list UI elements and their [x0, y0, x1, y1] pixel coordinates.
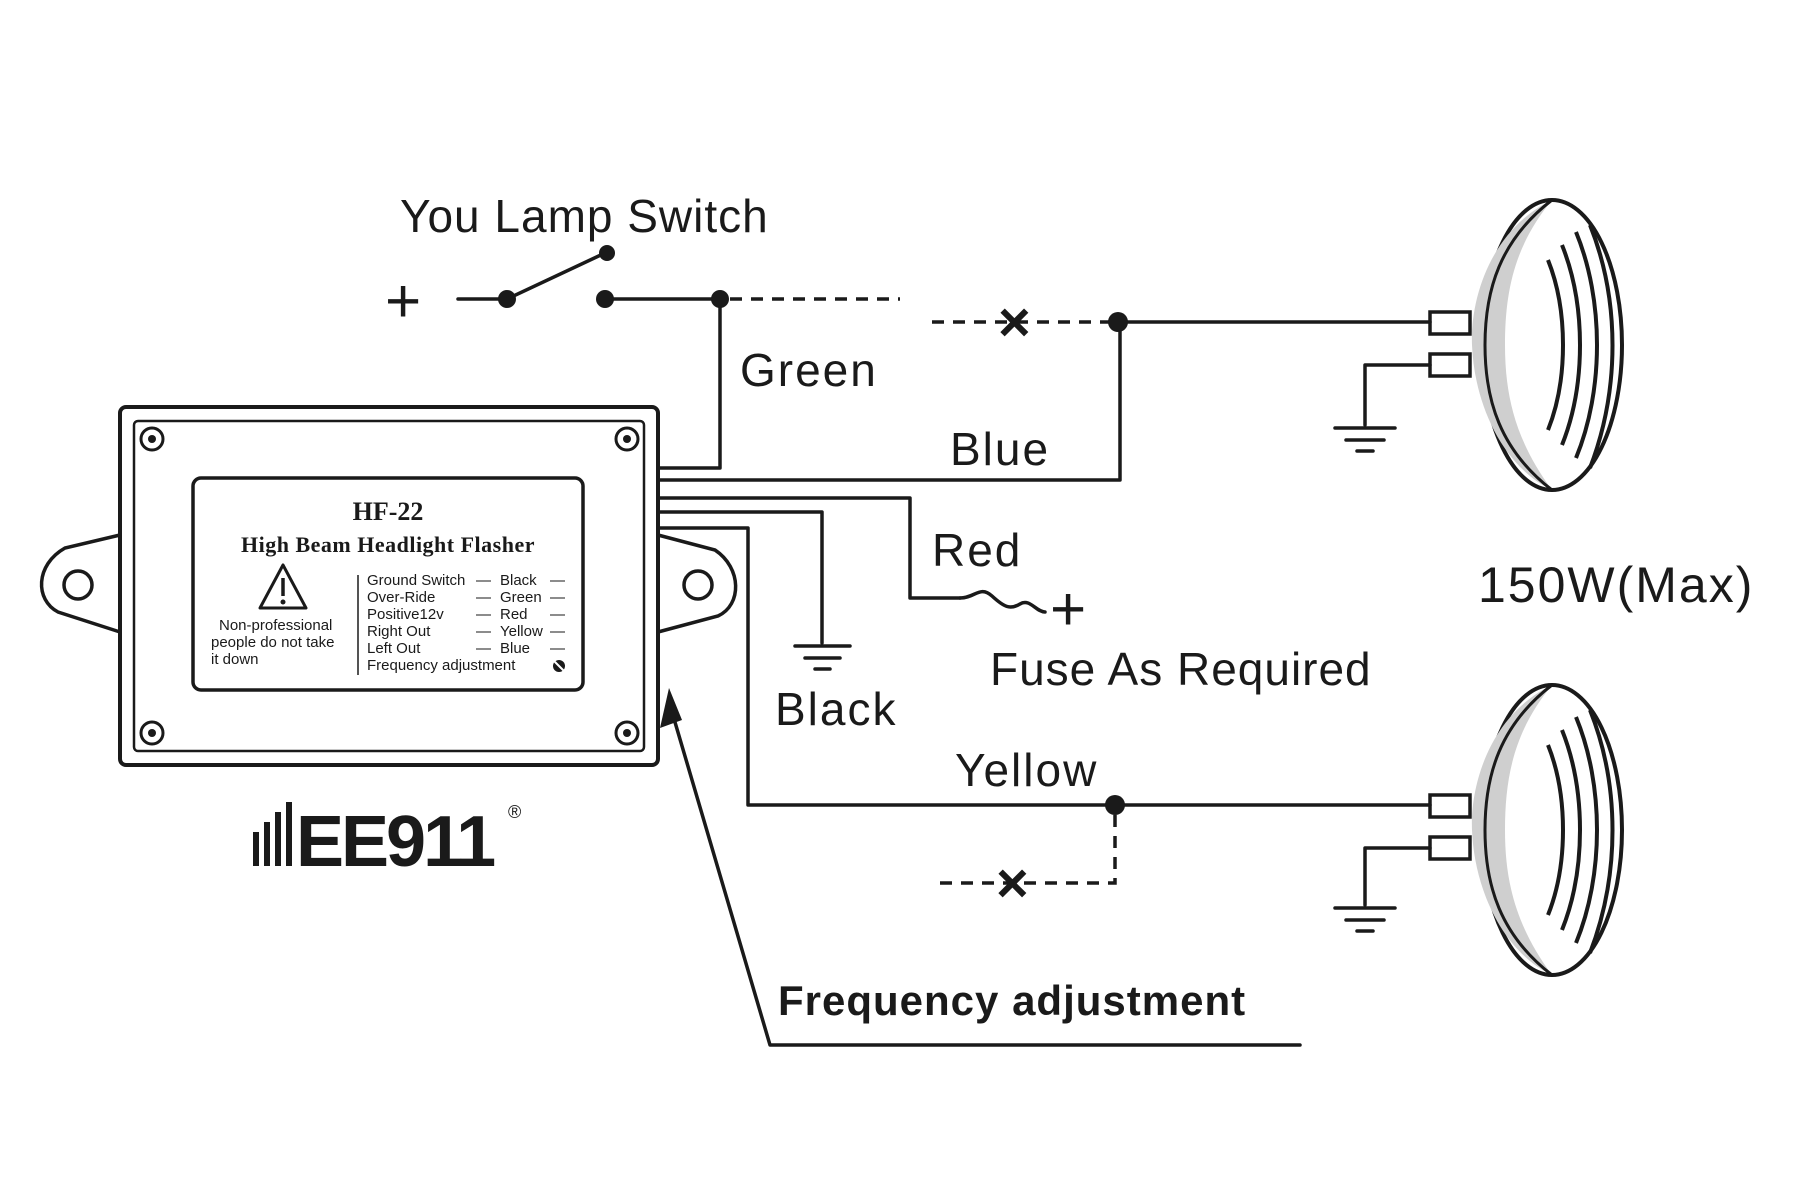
top-junction [1108, 312, 1128, 332]
svg-text:Over-Ride: Over-Ride [367, 589, 435, 606]
legend-row: Ground Switch — Black — [367, 572, 565, 589]
frequency-pointer [660, 688, 1302, 1047]
black-label: Black [775, 683, 897, 735]
top-headlamp [1333, 198, 1624, 492]
brand-name: EE911 [296, 802, 495, 882]
ground-icon [1333, 426, 1397, 453]
fuse-plus-sign: + [1050, 575, 1086, 644]
svg-text:Positive12v: Positive12v [367, 606, 444, 623]
screw-icon [139, 426, 640, 746]
bottom-headlamp [1333, 683, 1624, 977]
svg-text:Left Out: Left Out [367, 640, 421, 657]
svg-text:—: — [476, 606, 491, 623]
green-wire [658, 297, 722, 470]
warning-text-3: it down [211, 651, 259, 668]
svg-text:Green: Green [500, 589, 542, 606]
svg-text:Ground Switch: Ground Switch [367, 572, 465, 589]
right-mount-hole [682, 569, 714, 601]
svg-text:—: — [550, 572, 565, 589]
warning-text-2: people do not take [211, 634, 334, 651]
flasher-unit: HF-22 High Beam Headlight Flasher Non-pr… [39, 405, 1302, 1047]
left-mount-hole [62, 569, 94, 601]
lamp-icon [1471, 683, 1624, 977]
switch-plus-sign: + [385, 267, 421, 336]
logo-bars-icon [253, 802, 292, 866]
cut-mark-top: × [998, 290, 1031, 353]
svg-text:—: — [476, 589, 491, 606]
brand-registered-mark: ® [508, 802, 521, 822]
top-dashed-connection: × [730, 290, 1128, 353]
legend-row: Over-Ride — Green — [367, 589, 565, 606]
lamp-icon [1471, 198, 1624, 492]
fuse-label: Fuse As Required [990, 643, 1372, 695]
max-power-label: 150W(Max) [1478, 557, 1754, 613]
device-model: HF-22 [353, 497, 424, 526]
legend-row: Left Out — Blue — [367, 640, 565, 657]
legend-frequency-row: Frequency adjustment [367, 657, 516, 674]
ground-icon [1333, 906, 1397, 933]
red-wire [658, 496, 962, 600]
svg-text:—: — [550, 623, 565, 640]
wire-legend: Ground Switch — Black — Over-Ride — Gree… [367, 572, 565, 674]
frequency-label: Frequency adjustment [778, 977, 1246, 1024]
svg-text:—: — [550, 589, 565, 606]
yellow-label: Yellow [955, 744, 1098, 796]
red-label: Red [932, 524, 1022, 576]
lamp-switch: You Lamp Switch + [385, 190, 769, 336]
yellow-wire [658, 526, 1432, 807]
svg-text:Red: Red [500, 606, 528, 623]
svg-text:—: — [476, 623, 491, 640]
svg-text:Yellow: Yellow [500, 623, 543, 640]
device-name: High Beam Headlight Flasher [241, 532, 535, 557]
switch-contact [599, 245, 615, 261]
legend-row: Positive12v — Red — [367, 606, 565, 623]
svg-text:—: — [476, 572, 491, 589]
bottom-junction [1105, 795, 1125, 815]
switch-label: You Lamp Switch [400, 190, 769, 242]
brand-logo: EE911 ® [253, 802, 521, 882]
fuse-symbol [958, 589, 1047, 614]
svg-text:—: — [550, 640, 565, 657]
svg-text:Black: Black [500, 572, 537, 589]
svg-text:—: — [550, 606, 565, 623]
device-label-panel [191, 476, 585, 692]
flasher-body [118, 405, 660, 767]
svg-text:Right Out: Right Out [367, 623, 431, 640]
right-mount-ear [657, 533, 738, 634]
svg-text:Blue: Blue [500, 640, 530, 657]
blue-wire [658, 320, 1432, 482]
legend-row: Right Out — Yellow — [367, 623, 565, 640]
warning-icon [258, 563, 308, 610]
blue-label: Blue [950, 423, 1050, 475]
warning-text-1: Non-professional [219, 617, 332, 634]
wires: Green Blue Red + Fuse As Required Black … [658, 297, 1432, 914]
left-mount-ear [39, 533, 121, 634]
cut-mark-bottom: × [996, 851, 1029, 914]
adjust-knob-icon [553, 660, 565, 672]
svg-text:—: — [476, 640, 491, 657]
black-wire [658, 510, 824, 645]
green-label: Green [740, 344, 878, 396]
